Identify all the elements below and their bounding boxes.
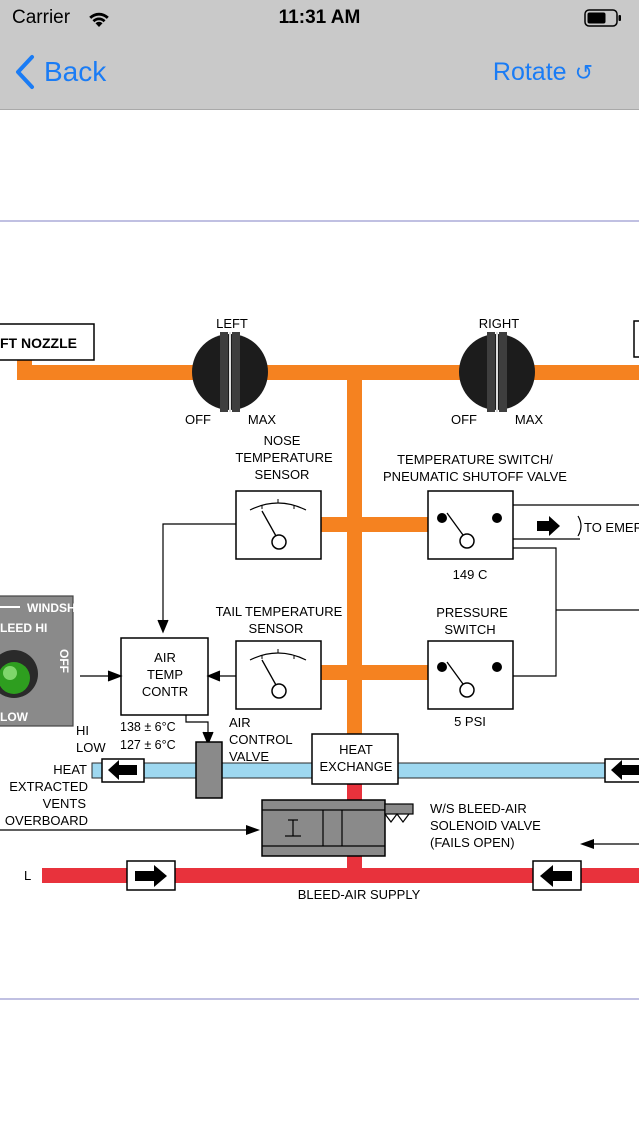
battery-icon xyxy=(584,9,621,27)
l-label: L xyxy=(24,868,31,883)
pressure-switch: PRESSURE SWITCH 5 PSI xyxy=(427,605,514,729)
right-knob-label: RIGHT xyxy=(479,316,520,331)
pressure-value: 5 PSI xyxy=(454,714,486,729)
windshield-control-panel: WINDSH LEED HI OFF LOW xyxy=(0,595,76,727)
back-label: Back xyxy=(44,56,107,87)
windshield-low-label: LOW xyxy=(0,710,29,724)
right-knob: RIGHT OFF MAX xyxy=(451,316,543,427)
bleed-air-schematic: FT NOZZLE LEFT OFF MAX RIGHT OFF MAX NOS… xyxy=(0,220,639,1000)
windshield-off-label: OFF xyxy=(57,649,71,673)
carrier-label: Carrier xyxy=(12,7,71,28)
bleed-air-flow-arrows: L BLEED-AIR SUPPLY xyxy=(24,860,582,902)
heat-extracted-label-3: VENTS xyxy=(43,796,87,811)
air-temp-controller: AIR TEMP CONTR xyxy=(120,637,209,716)
navigation-bar: Back Rotate ↺ xyxy=(0,38,639,110)
heat-exchanger: HEAT EXCHANGE xyxy=(311,733,399,785)
air-temp-label-1: AIR xyxy=(154,650,176,665)
left-nozzle-box: FT NOZZLE xyxy=(0,323,95,361)
left-nozzle-label: FT NOZZLE xyxy=(0,335,77,351)
air-control-label-2: CONTROL xyxy=(229,732,293,747)
rotate-label: Rotate xyxy=(492,58,567,86)
solenoid-label-3: (FAILS OPEN) xyxy=(430,835,515,850)
solenoid-label-1: W/S BLEED-AIR xyxy=(430,801,527,816)
heat-exchange-label-2: EXCHANGE xyxy=(320,759,393,774)
temp-range-low: 127 ± 6°C xyxy=(120,738,176,752)
rotate-icon: ↺ xyxy=(574,59,593,85)
heat-extracted-label-1: HEAT xyxy=(53,762,87,777)
pressure-switch-label-1: PRESSURE xyxy=(436,605,508,620)
heat-exchange-label-1: HEAT xyxy=(339,742,373,757)
windshield-panel-title: WINDSH xyxy=(27,601,76,615)
left-knob-off-label: OFF xyxy=(185,412,211,427)
air-temp-label-3: CONTR xyxy=(142,684,188,699)
nose-sensor-label-2: TEMPERATURE xyxy=(235,450,333,465)
bleed-air-supply-label: BLEED-AIR SUPPLY xyxy=(298,887,421,902)
rotate-button[interactable]: Rotate ↺ xyxy=(493,58,593,87)
air-control-label-1: AIR xyxy=(229,715,251,730)
nose-sensor-label-3: SENSOR xyxy=(255,467,310,482)
hi-label: HI xyxy=(76,723,89,738)
left-knob-label: LEFT xyxy=(216,316,248,331)
solenoid-label-2: SOLENOID VALVE xyxy=(430,818,541,833)
chevron-left-icon xyxy=(16,55,34,89)
nose-sensor-label-1: NOSE xyxy=(264,433,301,448)
right-knob-max-label: MAX xyxy=(515,412,544,427)
tail-temperature-sensor: TAIL TEMPERATURE SENSOR xyxy=(216,604,343,710)
air-temp-label-2: TEMP xyxy=(147,667,183,682)
tail-sensor-label-2: SENSOR xyxy=(249,621,304,636)
air-control-label-3: VALVE xyxy=(229,749,269,764)
left-knob: LEFT OFF MAX xyxy=(185,316,276,427)
temp-switch-value: 149 C xyxy=(453,567,488,582)
right-nozzle-box xyxy=(633,320,639,358)
right-knob-off-label: OFF xyxy=(451,412,477,427)
temp-switch-label-1: TEMPERATURE SWITCH/ xyxy=(397,452,553,467)
temperature-switch: TEMPERATURE SWITCH/ PNEUMATIC SHUTOFF VA… xyxy=(383,452,567,582)
switch-wiring xyxy=(513,547,639,677)
nose-temperature-sensor: NOSE TEMPERATURE SENSOR xyxy=(235,433,333,560)
tail-sensor-label-1: TAIL TEMPERATURE xyxy=(216,604,343,619)
heat-extracted-label-2: EXTRACTED xyxy=(9,779,88,794)
temperature-settings: 138 ± 6°C 127 ± 6°C HI LOW xyxy=(76,720,176,755)
windshield-bleed-label: LEED HI xyxy=(0,621,47,635)
cool-air-flow-arrows xyxy=(101,758,639,783)
back-button[interactable]: Back xyxy=(14,52,106,92)
solenoid-valve: W/S BLEED-AIR SOLENOID VALVE (FAILS OPEN… xyxy=(261,799,639,857)
heat-extracted-note: HEAT EXTRACTED VENTS OVERBOARD xyxy=(0,762,260,835)
air-control-valve: AIR CONTROL VALVE xyxy=(195,715,293,799)
to-emer-label: TO EMER xyxy=(584,520,639,535)
to-emer-outlet: TO EMER xyxy=(513,504,639,540)
low-label: LOW xyxy=(76,740,106,755)
pressure-switch-label-2: SWITCH xyxy=(444,622,495,637)
temp-switch-label-2: PNEUMATIC SHUTOFF VALVE xyxy=(383,469,567,484)
clock-time: 11:31 AM xyxy=(278,7,361,28)
heat-extracted-label-4: OVERBOARD xyxy=(5,813,88,828)
temp-range-hi: 138 ± 6°C xyxy=(120,720,176,734)
wifi-icon xyxy=(89,12,109,27)
status-bar: Carrier 11:31 AM xyxy=(0,0,639,38)
left-knob-max-label: MAX xyxy=(248,412,277,427)
